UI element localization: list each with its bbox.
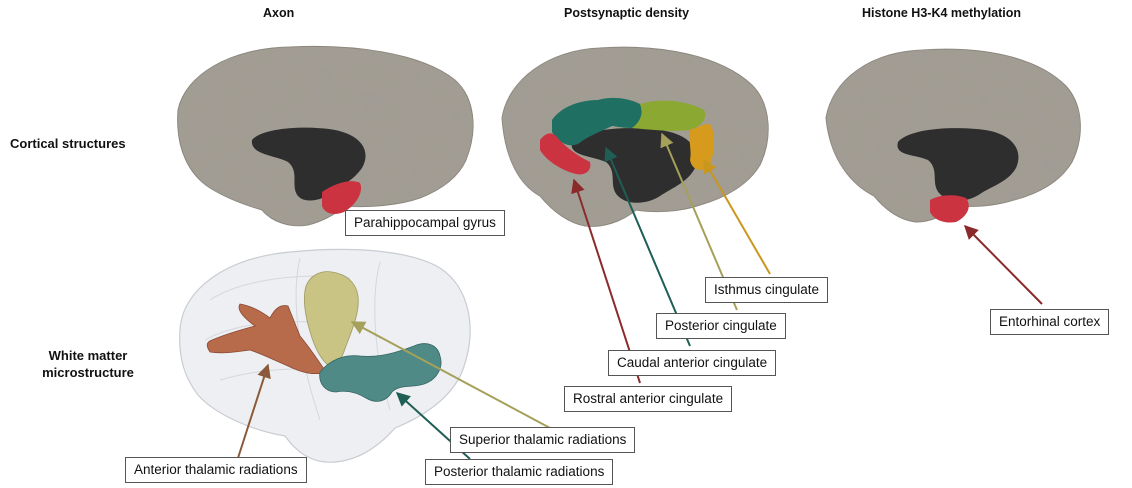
label-posterior-cingulate: Posterior cingulate xyxy=(656,313,786,339)
brain-axon-cortical xyxy=(178,46,473,225)
label-isthmus-cingulate: Isthmus cingulate xyxy=(705,277,828,303)
arrow-entorhinal-cortex xyxy=(965,226,1042,304)
label-caudal-anterior-cingulate: Caudal anterior cingulate xyxy=(608,350,776,376)
brain-histone-cortical xyxy=(826,49,1080,222)
label-anterior-thalamic-radiations: Anterior thalamic radiations xyxy=(125,457,307,483)
brain-postsynaptic-cortical xyxy=(502,47,768,226)
label-posterior-thalamic-radiations: Posterior thalamic radiations xyxy=(425,459,613,485)
entorhinal-region xyxy=(930,195,969,222)
label-superior-thalamic-radiations: Superior thalamic radiations xyxy=(450,427,635,453)
label-entorhinal-cortex: Entorhinal cortex xyxy=(990,309,1109,335)
isthmus-cingulate-region xyxy=(689,124,714,170)
label-parahippocampal-gyrus: Parahippocampal gyrus xyxy=(345,210,505,236)
glass-brain-white-matter xyxy=(180,249,470,462)
label-rostral-anterior-cingulate: Rostral anterior cingulate xyxy=(564,386,732,412)
